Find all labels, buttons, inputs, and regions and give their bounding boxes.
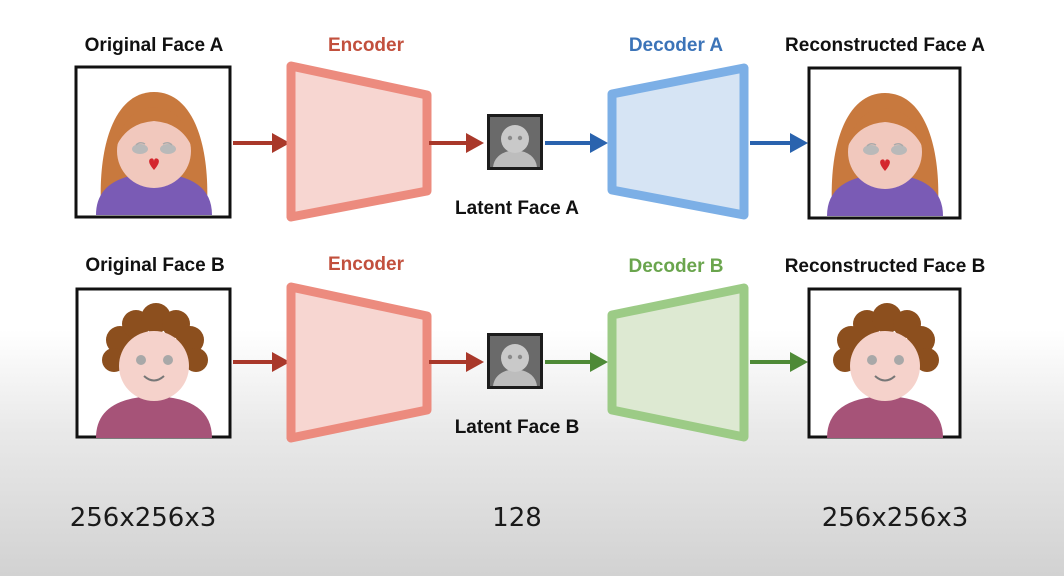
dimension-labels: 256x256x3 128 256x256x3 [70, 503, 969, 533]
latent-face-a-label: Latent Face A [455, 198, 579, 219]
input-dimension-label: 256x256x3 [70, 503, 217, 533]
reconstructed-face-b-label: Reconstructed Face B [785, 256, 986, 277]
decoder-b-trapezoid [607, 283, 749, 442]
latent-dimension-label: 128 [492, 503, 542, 533]
arrowhead-icon [790, 352, 808, 372]
latent-face-b-label: Latent Face B [455, 417, 580, 438]
decoder-a-trapezoid [607, 63, 749, 220]
arrowhead-icon [272, 352, 290, 372]
encoder-b-label: Encoder [328, 254, 405, 275]
encoder-a-label: Encoder [328, 35, 405, 56]
encoder-a-trapezoid [286, 61, 432, 222]
reconstructed-face-a-label: Reconstructed Face A [785, 35, 985, 56]
arrowhead-icon [590, 352, 608, 372]
arrowhead-icon [466, 352, 484, 372]
original-face-a-label: Original Face A [85, 35, 224, 56]
arrowhead-icon [590, 133, 608, 153]
decoder-b-label: Decoder B [628, 256, 723, 277]
encoder-b-trapezoid [286, 282, 432, 443]
row-face-b: Original Face B Encoder Latent Face B De… [75, 254, 986, 443]
output-dimension-label: 256x256x3 [822, 503, 969, 533]
decoder-a-label: Decoder A [629, 35, 724, 56]
arrowhead-icon [466, 133, 484, 153]
arrowhead-icon [790, 133, 808, 153]
latent-face-a-image [487, 114, 543, 170]
row-face-a: Original Face A Encoder Latent Face A De… [74, 35, 985, 222]
latent-face-b-image [487, 333, 543, 389]
original-face-b-label: Original Face B [85, 255, 224, 276]
arrowhead-icon [272, 133, 290, 153]
